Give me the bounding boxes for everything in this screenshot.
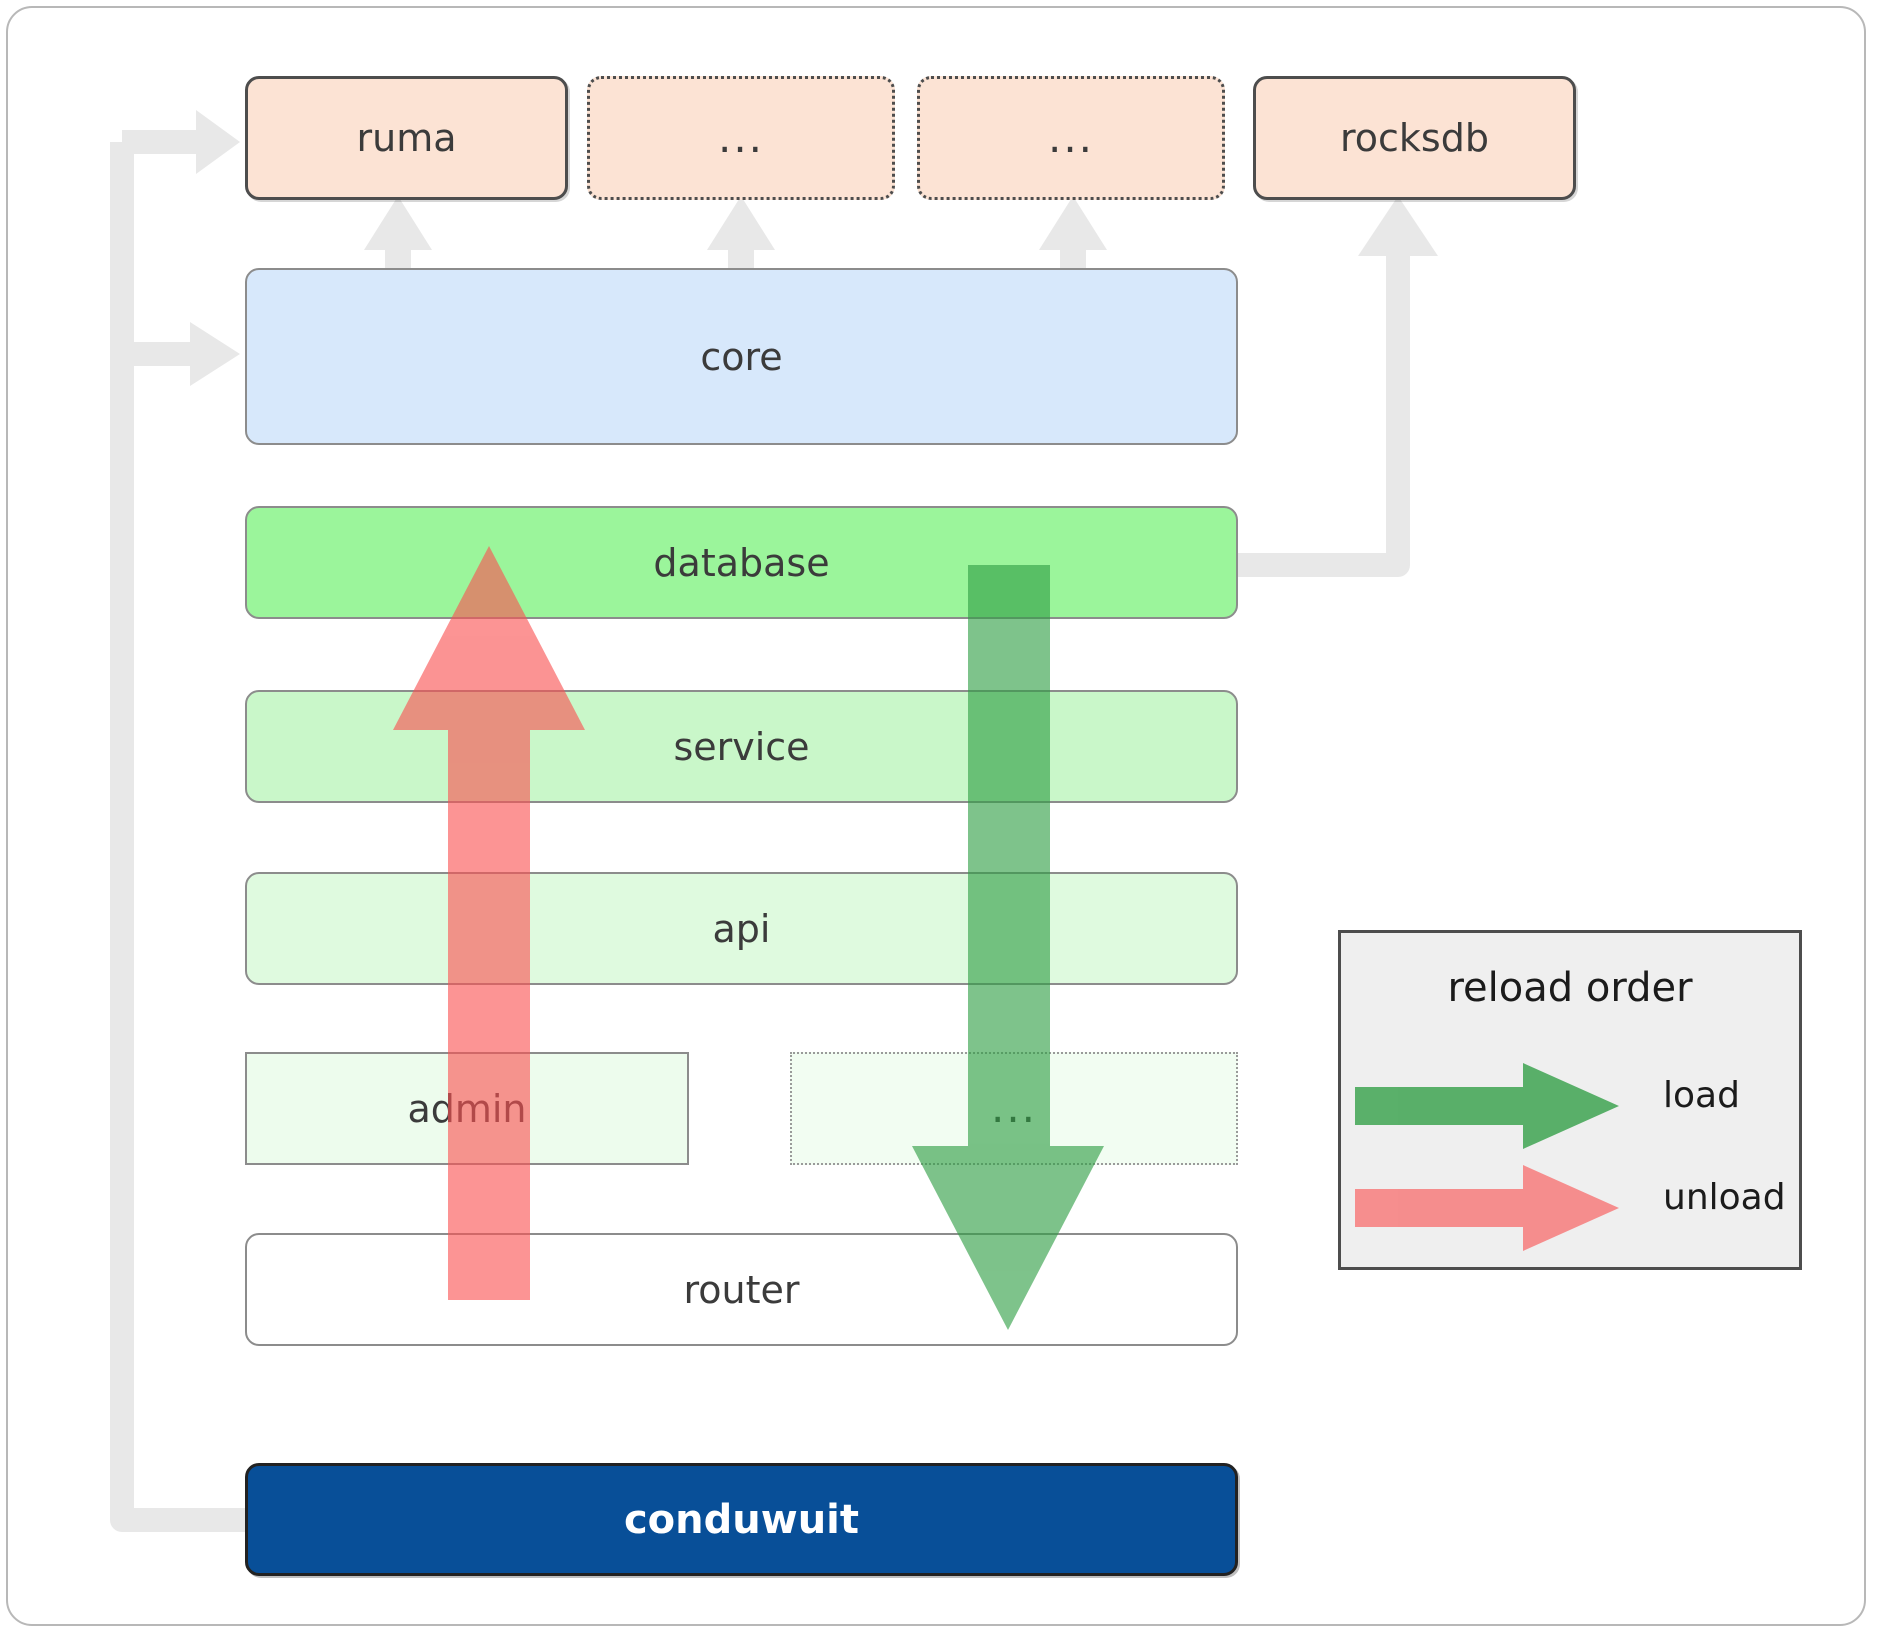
connector-core-to-dep3: [1039, 196, 1107, 274]
legend-item-unload: unload: [1341, 1163, 1805, 1253]
binary-label-conduwuit: conduwuit: [623, 1496, 860, 1543]
legend-item-load: load: [1341, 1061, 1805, 1151]
layer-box-database[interactable]: database: [245, 506, 1238, 619]
legend-panel: reload order load unload: [1338, 930, 1802, 1270]
legend-unload-arrow-icon: [1355, 1165, 1619, 1251]
layer-box-api[interactable]: api: [245, 872, 1238, 985]
binary-box-conduwuit[interactable]: conduwuit: [245, 1463, 1238, 1576]
legend-load-label: load: [1663, 1075, 1740, 1116]
connector-core-to-dep2: [707, 196, 775, 274]
legend-unload-label: unload: [1663, 1177, 1786, 1218]
connector-core-to-ruma: [364, 196, 432, 274]
unload-arrow: [393, 546, 585, 1300]
connector-conduwuit-to-core-and-ruma: [110, 110, 246, 1532]
load-arrow: [912, 565, 1104, 1330]
legend-load-arrow-icon: [1355, 1063, 1619, 1149]
connector-database-to-rocksdb: [1238, 196, 1438, 577]
legend-title: reload order: [1447, 965, 1693, 1011]
layer-box-core[interactable]: core: [245, 268, 1238, 445]
